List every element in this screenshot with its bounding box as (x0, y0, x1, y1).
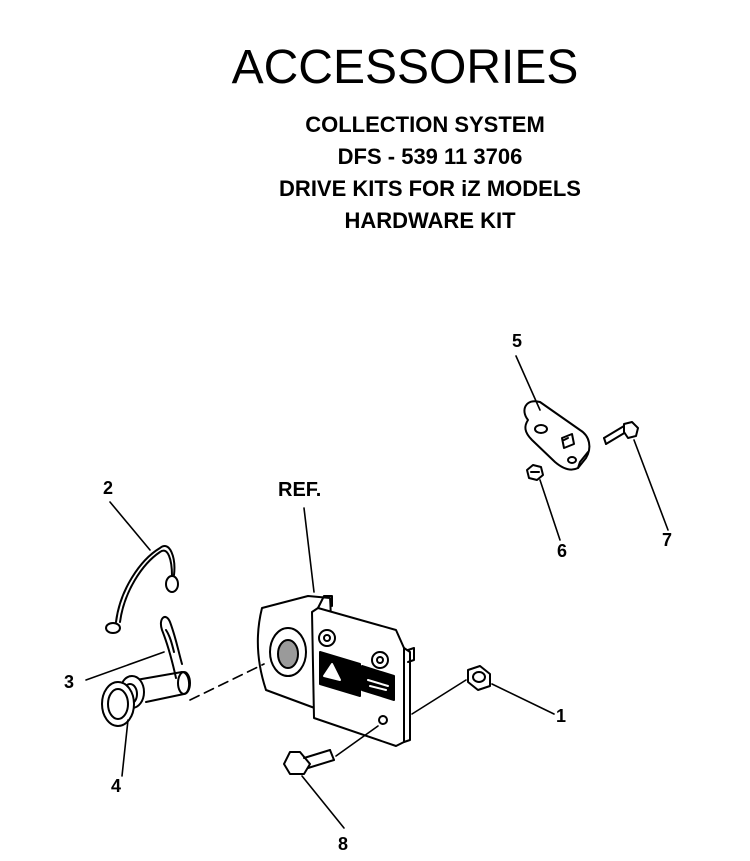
leader-7 (633, 439, 669, 531)
callout-ref: REF. (278, 479, 322, 501)
leader-5 (515, 355, 541, 411)
leader-8 (301, 775, 345, 829)
part-6-nut (526, 464, 544, 481)
ref-drive-bracket-assembly (256, 595, 415, 747)
part-8-bolt (283, 749, 335, 775)
page-title: ACCESSORIES (231, 41, 579, 94)
callout-8: 8 (338, 834, 349, 854)
part-2-cable-lanyard (105, 545, 179, 634)
part-7-bolt (603, 421, 639, 445)
part-4-pin-with-ring (101, 671, 191, 727)
leader-8-to-ref (335, 725, 379, 757)
leader-2 (109, 501, 151, 551)
callout-6: 6 (557, 541, 568, 561)
part-3-hairpin-clip (160, 615, 183, 679)
subtitle-line-3: DRIVE KITS FOR iZ MODELS (279, 176, 581, 201)
leader-4 (121, 719, 129, 777)
callout-2: 2 (103, 478, 114, 498)
dashed-alignment-line (189, 663, 265, 701)
leader-1-to-ref (411, 679, 467, 715)
callout-3: 3 (64, 672, 75, 692)
callout-7: 7 (662, 530, 673, 550)
leader-lines (85, 355, 669, 829)
leader-3 (85, 651, 165, 681)
leader-ref (303, 507, 315, 593)
leader-6 (539, 479, 561, 541)
part-1-nut (467, 665, 491, 691)
subtitle-line-1: COLLECTION SYSTEM (305, 112, 545, 137)
subtitle-line-4: HARDWARE KIT (344, 208, 516, 233)
callout-1: 1 (556, 706, 567, 726)
subtitle-line-2: DFS - 539 11 3706 (337, 144, 523, 169)
leader-1 (491, 683, 555, 715)
callout-4: 4 (111, 776, 122, 796)
callout-5: 5 (512, 331, 523, 351)
part-5-bracket-plate (523, 400, 591, 471)
